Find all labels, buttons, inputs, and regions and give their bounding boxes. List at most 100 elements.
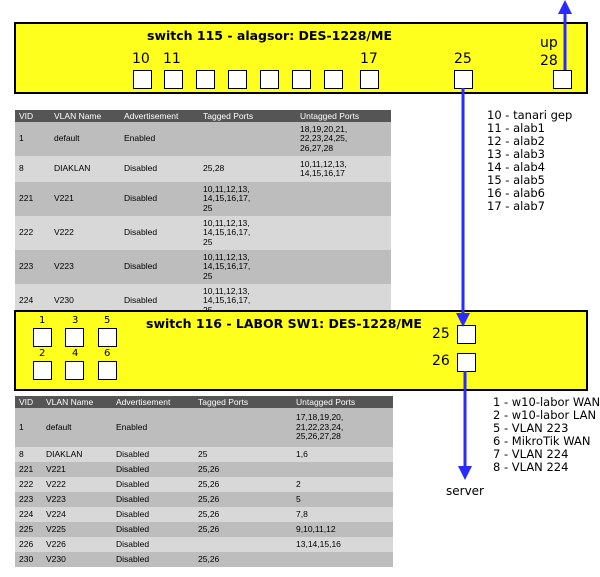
cell-tagged-ports: 25,28: [199, 156, 296, 182]
table-header-row: VID VLAN Name Advertisement Tagged Ports…: [15, 110, 391, 122]
cell-untagged-ports: 9,10,11,12: [292, 522, 393, 537]
cell-vlan-name: V221: [42, 462, 112, 477]
col-header-vid: VID: [15, 110, 50, 122]
cell-vid: 221: [15, 462, 42, 477]
col-header-advertisement: Advertisement: [112, 396, 194, 408]
cell-vid: 223: [15, 250, 50, 284]
port-15: [292, 70, 311, 89]
port-label-10: 10: [132, 51, 150, 67]
port-label-4: 4: [72, 348, 79, 359]
col-header-untagged-ports: Untagged Ports: [292, 396, 393, 408]
cell-untagged-ports: 7,8: [292, 507, 393, 522]
cell-untagged-ports: [296, 182, 391, 216]
cell-advertisement: Disabled: [112, 522, 194, 537]
col-header-vlan-name: VLAN Name: [50, 110, 120, 122]
cell-advertisement: Disabled: [120, 250, 199, 284]
cell-advertisement: Disabled: [112, 537, 194, 552]
port-3: [65, 328, 84, 347]
cell-advertisement: Disabled: [112, 552, 194, 567]
port-label-6: 6: [104, 348, 111, 359]
cell-vlan-name: V222: [50, 216, 120, 250]
port-11: [164, 70, 183, 89]
cell-tagged-ports: 25,26: [194, 477, 292, 492]
cell-tagged-ports: 25,26: [194, 507, 292, 522]
cell-untagged-ports: 17,18,19,20,21,22,23,24,25,26,27,28: [292, 408, 393, 447]
cell-vlan-name: V223: [42, 492, 112, 507]
port-10: [133, 70, 152, 89]
cell-vid: 222: [15, 477, 42, 492]
cell-tagged-ports: 25,26: [194, 462, 292, 477]
cell-advertisement: Disabled: [112, 507, 194, 522]
col-header-vlan-name: VLAN Name: [42, 396, 112, 408]
vlan-table-116: VID VLAN Name Advertisement Tagged Ports…: [15, 396, 393, 567]
cell-vlan-name: V223: [50, 250, 120, 284]
cell-untagged-ports: 18,19,20,21,22,23,24,25,26,27,28: [296, 122, 391, 156]
legend-item: 12 - alab2: [487, 134, 545, 148]
legend-item: 7 - VLAN 224: [493, 447, 569, 461]
legend-item: 13 - alab3: [487, 147, 545, 161]
cell-tagged-ports: 25,26: [194, 552, 292, 567]
cell-vlan-name: DIAKLAN: [50, 156, 120, 182]
cell-vlan-name: V230: [42, 552, 112, 567]
cell-vid: 1: [15, 122, 50, 156]
cell-vlan-name: V225: [42, 522, 112, 537]
port-label-2: 2: [39, 348, 46, 359]
port-16: [324, 70, 343, 89]
cell-tagged-ports: [194, 408, 292, 447]
legend-item: 2 - w10-labor LAN: [493, 408, 597, 422]
port-label-3: 3: [72, 315, 79, 326]
cell-vid: 222: [15, 216, 50, 250]
cell-untagged-ports: 5: [292, 492, 393, 507]
legend-item: 5 - VLAN 223: [493, 421, 569, 435]
col-header-advertisement: Advertisement: [120, 110, 199, 122]
cell-vid: 8: [15, 447, 42, 462]
cell-vid: 225: [15, 522, 42, 537]
legend-item: 6 - MikroTik WAN: [493, 434, 591, 448]
switch-116-title: switch 116 - LABOR SW1: DES-1228/ME: [146, 316, 422, 331]
cell-untagged-ports: [292, 462, 393, 477]
port-label-11: 11: [163, 51, 181, 67]
cell-untagged-ports: 10,11,12,13,14,15,16,17: [296, 156, 391, 182]
port-label-25: 25: [432, 326, 450, 342]
cell-vid: 223: [15, 492, 42, 507]
cell-untagged-ports: [296, 250, 391, 284]
switch-116-box: switch 116 - LABOR SW1: DES-1228/ME 1 3 …: [14, 310, 588, 391]
cell-untagged-ports: 1,6: [292, 447, 393, 462]
legend-item: 16 - alab6: [487, 186, 545, 200]
link-arrow-115-to-116: [456, 88, 470, 327]
cell-advertisement: Disabled: [112, 447, 194, 462]
cell-vid: 230: [15, 552, 42, 567]
port-28: [553, 70, 572, 89]
port-label-25: 25: [454, 51, 472, 67]
cell-vlan-name: V221: [50, 182, 120, 216]
cell-tagged-ports: [194, 537, 292, 552]
legend-item: 1 - w10-labor WAN: [493, 395, 600, 409]
legend-item: 14 - alab4: [487, 160, 545, 174]
port-17: [360, 70, 379, 89]
cell-advertisement: Enabled: [112, 408, 194, 447]
legend-item: 17 - alab7: [487, 199, 545, 213]
cell-untagged-ports: [296, 216, 391, 250]
cell-vlan-name: V226: [42, 537, 112, 552]
cell-untagged-ports: [292, 552, 393, 567]
cell-vid: 221: [15, 182, 50, 216]
cell-advertisement: Disabled: [120, 182, 199, 216]
legend-item: 11 - alab1: [487, 121, 545, 135]
uplink-arrow: [558, 0, 572, 70]
port-2: [33, 361, 52, 380]
port-14: [260, 70, 279, 89]
cell-vid: 226: [15, 537, 42, 552]
col-header-tagged-ports: Tagged Ports: [194, 396, 292, 408]
cell-vlan-name: default: [42, 408, 112, 447]
